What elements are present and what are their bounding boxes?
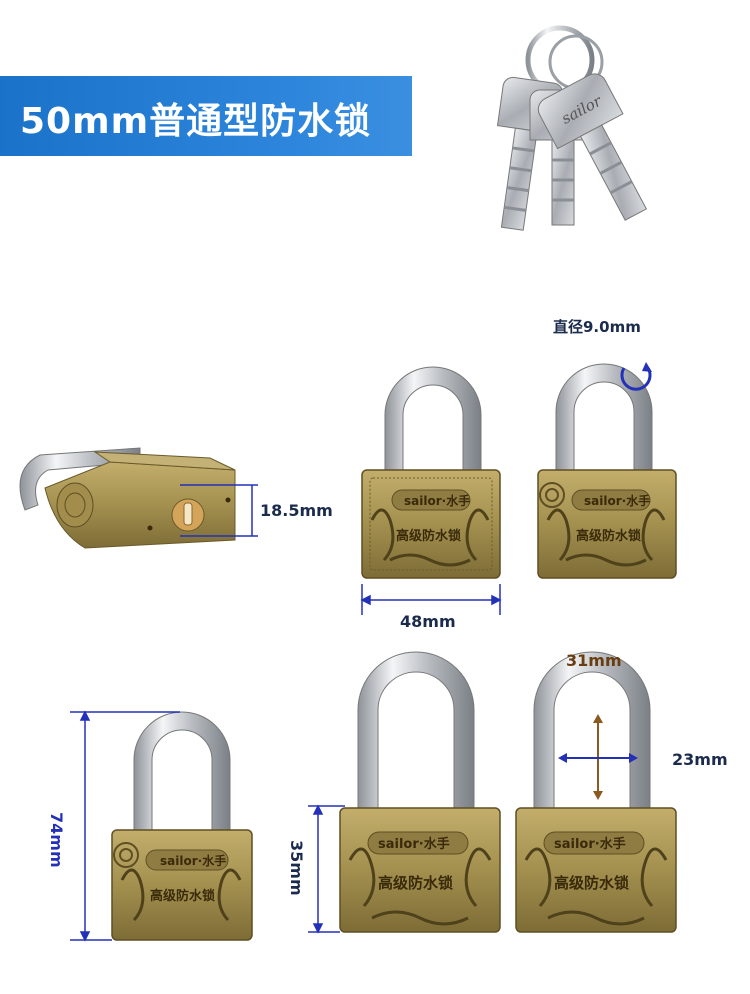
lock-b-brand: sailor·水手 — [584, 493, 650, 508]
lock-a-brand: sailor·水手 — [404, 493, 470, 508]
front-lock-a — [361, 366, 501, 579]
lock-c-brand: sailor·水手 — [160, 853, 226, 868]
dim-total-height-line — [70, 710, 180, 942]
label-total-height: 74mm — [47, 812, 66, 868]
dim-body-height-line — [308, 804, 345, 934]
lock-b-model: 高级防水锁 — [576, 528, 641, 544]
label-shackle-height: 31mm — [566, 651, 622, 670]
dim-width-line — [360, 584, 502, 615]
lock-d-brand: sailor·水手 — [378, 836, 450, 852]
dim-shackle-arrows — [558, 714, 638, 800]
keys-group: sailor — [496, 25, 648, 231]
front-lock-e — [515, 651, 677, 933]
title-banner: 50mm普通型防水锁 — [0, 76, 412, 156]
side-view-lock — [19, 447, 236, 549]
label-shackle-diameter: 直径9.0mm — [553, 318, 641, 336]
keyhole-slot — [183, 502, 193, 526]
dim-keyhole-line — [180, 484, 258, 537]
lock-c-model: 高级防水锁 — [150, 888, 215, 904]
lock-e-model: 高级防水锁 — [554, 874, 629, 892]
front-lock-d — [339, 651, 501, 933]
label-body-height: 35mm — [287, 840, 306, 896]
label-body-width: 48mm — [400, 612, 456, 631]
front-lock-c — [111, 711, 253, 941]
label-keyhole-height: 18.5mm — [260, 501, 333, 520]
lock-d-model: 高级防水锁 — [378, 874, 453, 892]
lock-e-brand: sailor·水手 — [554, 836, 626, 852]
banner-title: 50mm普通型防水锁 — [20, 101, 372, 142]
key-bow-3 — [537, 73, 624, 150]
front-lock-b — [537, 363, 677, 579]
label-shackle-inner-width: 23mm — [672, 750, 728, 769]
lock-a-model: 高级防水锁 — [396, 528, 461, 544]
rotation-arrow — [620, 367, 652, 391]
